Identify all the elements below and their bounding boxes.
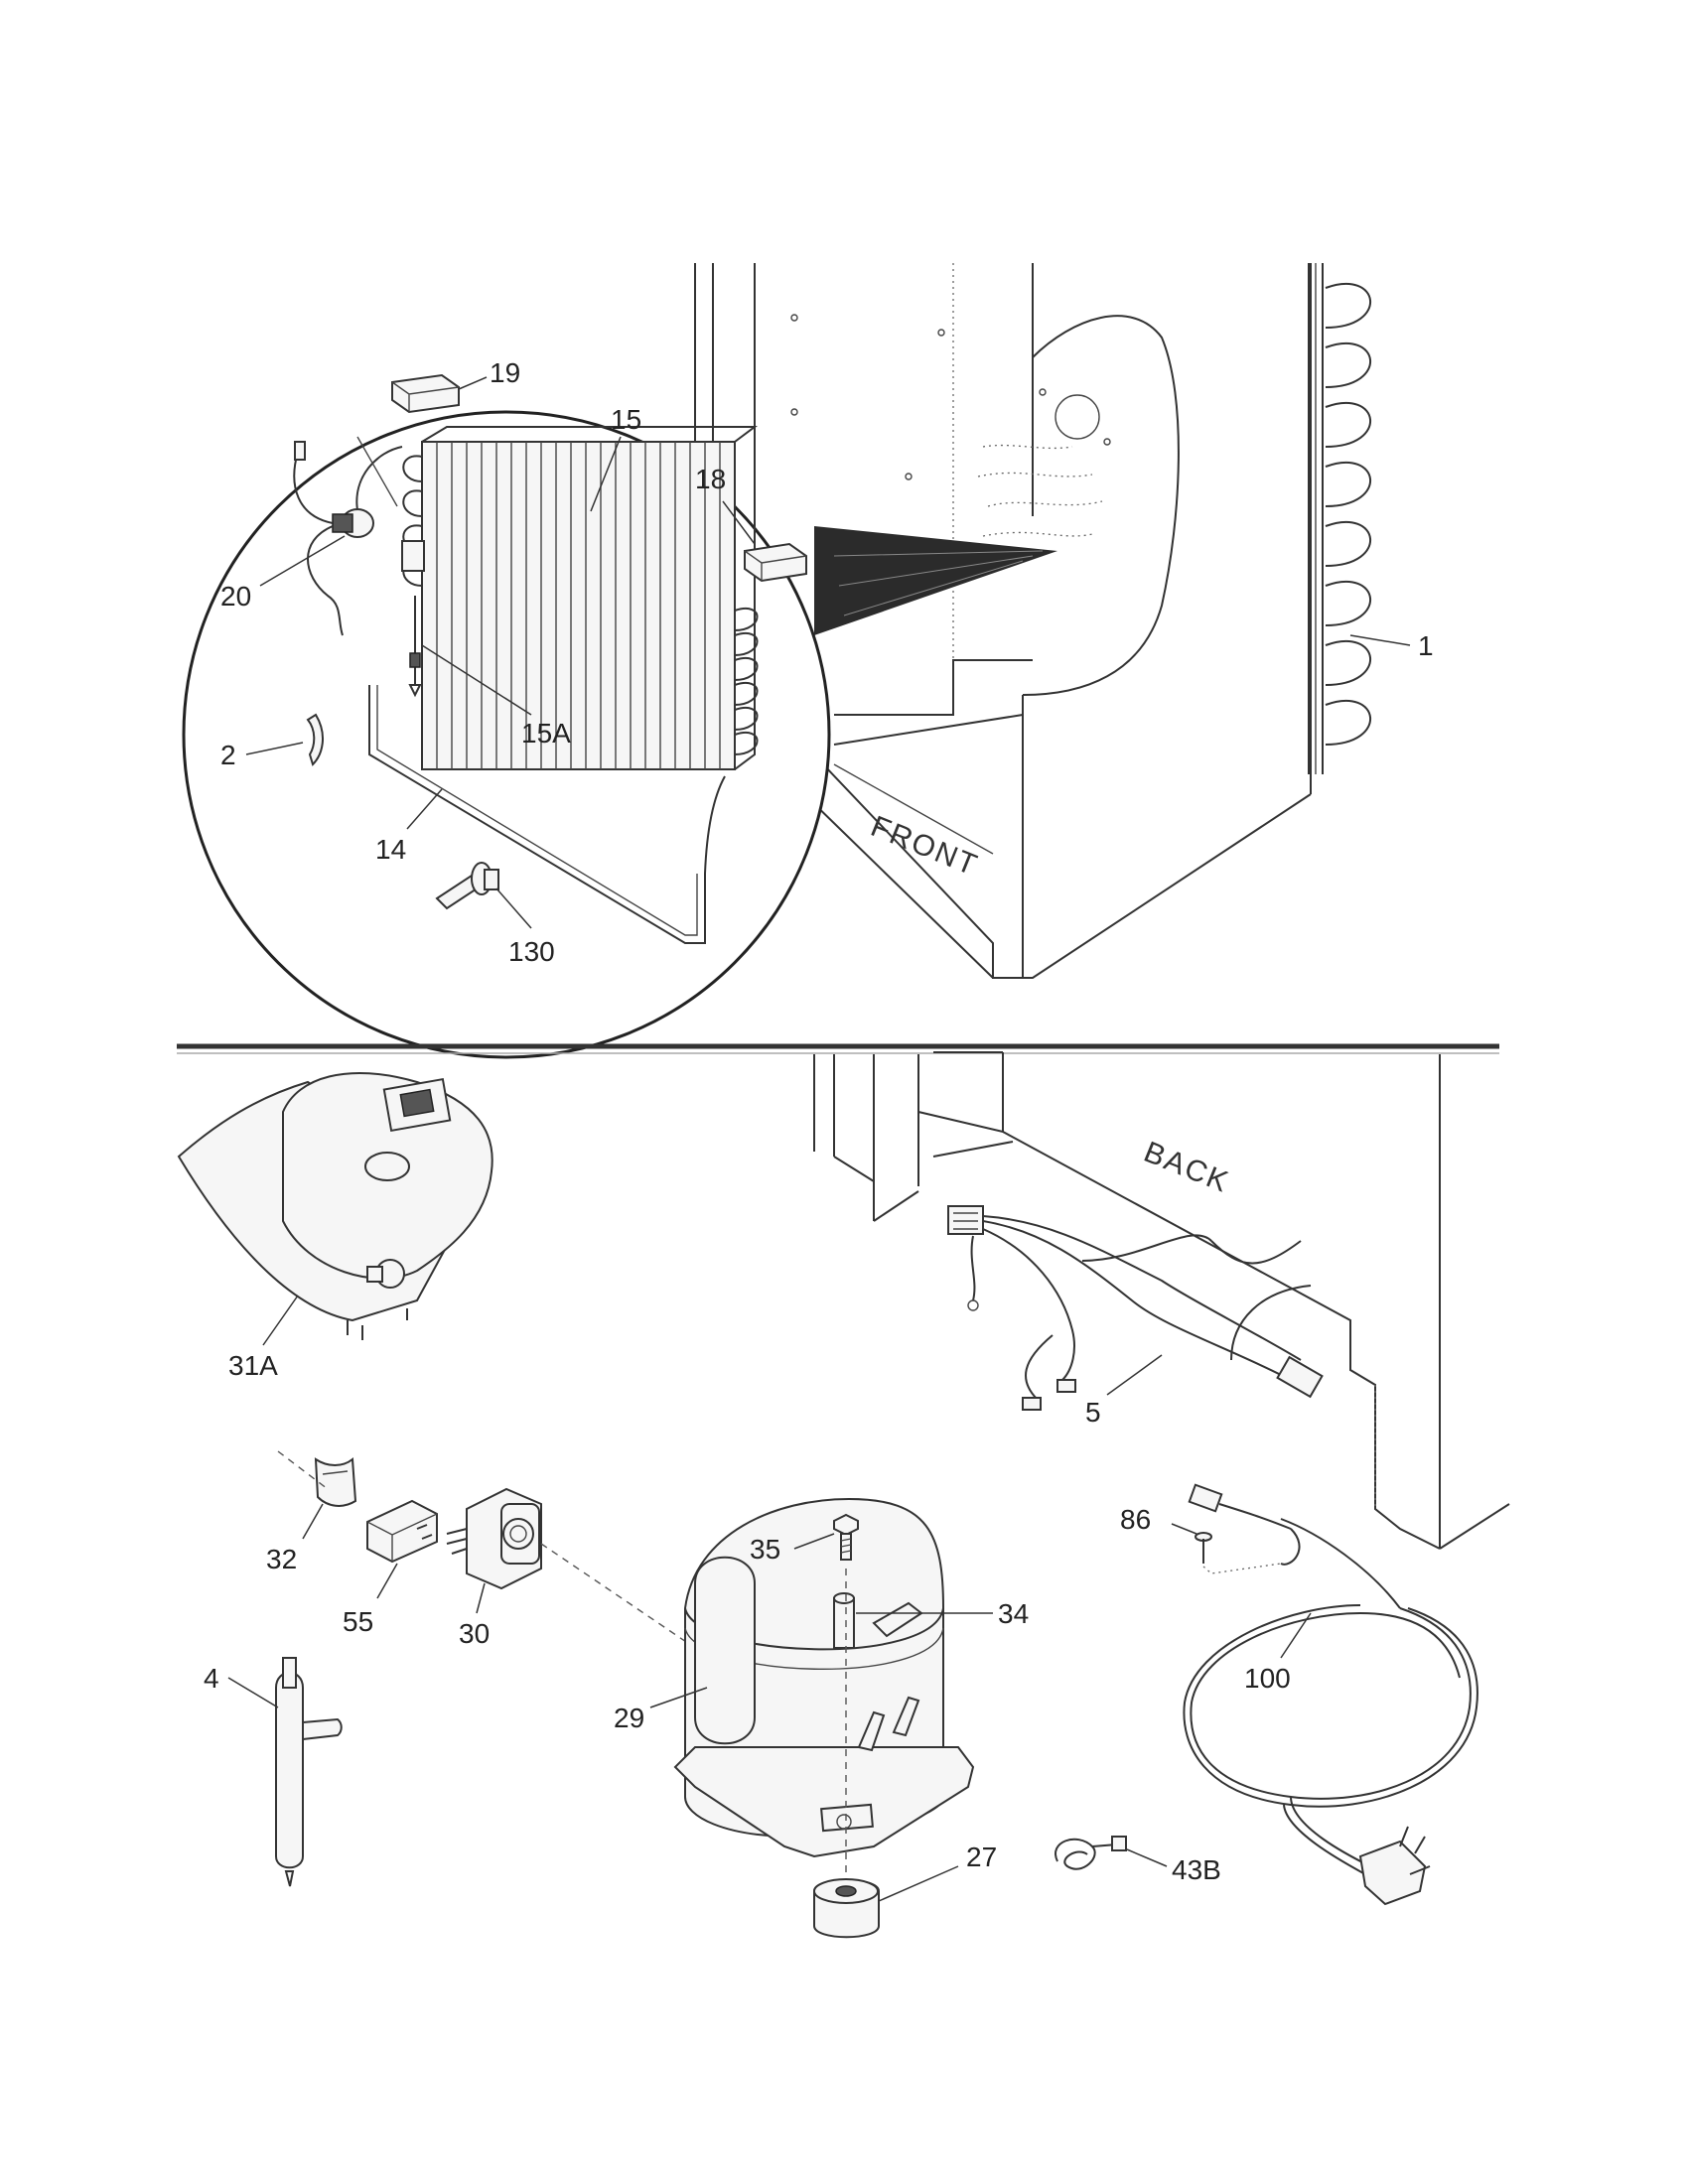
callout-34: 34 (998, 1598, 1029, 1629)
part-31A (177, 1072, 493, 1340)
callout-18: 18 (695, 464, 726, 494)
condenser-coil (1308, 263, 1371, 774)
callout-35: 35 (750, 1534, 780, 1565)
callout-30: 30 (459, 1618, 490, 1649)
callout-15A: 15A (521, 718, 571, 749)
cabinet-back: BACK (813, 1051, 1510, 1550)
back-label: BACK (1139, 1136, 1234, 1199)
detail-pointer (814, 526, 1057, 635)
part-55 (366, 1499, 438, 1564)
callout-15: 15 (611, 404, 641, 435)
callout-29: 29 (614, 1703, 644, 1733)
part-18 (744, 542, 807, 583)
part-100 (1183, 1483, 1478, 1906)
callout-20: 20 (220, 581, 251, 612)
callout-43B: 43B (1172, 1854, 1221, 1885)
callout-4: 4 (204, 1663, 219, 1694)
part-19 (391, 373, 460, 414)
part-20 (293, 436, 403, 636)
part-15A (408, 596, 422, 698)
callout-86: 86 (1120, 1504, 1151, 1535)
evaporator (401, 425, 759, 770)
callout-130: 130 (508, 936, 555, 967)
part-29 (673, 1497, 975, 1858)
callout-14: 14 (375, 834, 406, 865)
part-35 (833, 1513, 859, 1561)
part-2 (306, 713, 324, 766)
callout-27: 27 (966, 1842, 997, 1872)
callout-55: 55 (343, 1606, 373, 1637)
part-30 (446, 1487, 542, 1590)
part-27 (813, 1878, 880, 1939)
part-5 (947, 1205, 1324, 1411)
part-130 (435, 862, 499, 910)
part-14 (368, 685, 726, 944)
part-4 (275, 1657, 343, 1887)
callout-32: 32 (266, 1544, 297, 1574)
callout-5: 5 (1085, 1397, 1101, 1428)
part-32 (314, 1457, 357, 1507)
part-86 (1195, 1532, 1282, 1574)
callout-1: 1 (1418, 630, 1434, 661)
section-divider (177, 1043, 1499, 1054)
callout-19: 19 (490, 357, 520, 388)
callout-2: 2 (220, 740, 236, 770)
callout-31A: 31A (228, 1350, 278, 1381)
callout-100: 100 (1244, 1663, 1291, 1694)
part-43B (1055, 1836, 1127, 1870)
